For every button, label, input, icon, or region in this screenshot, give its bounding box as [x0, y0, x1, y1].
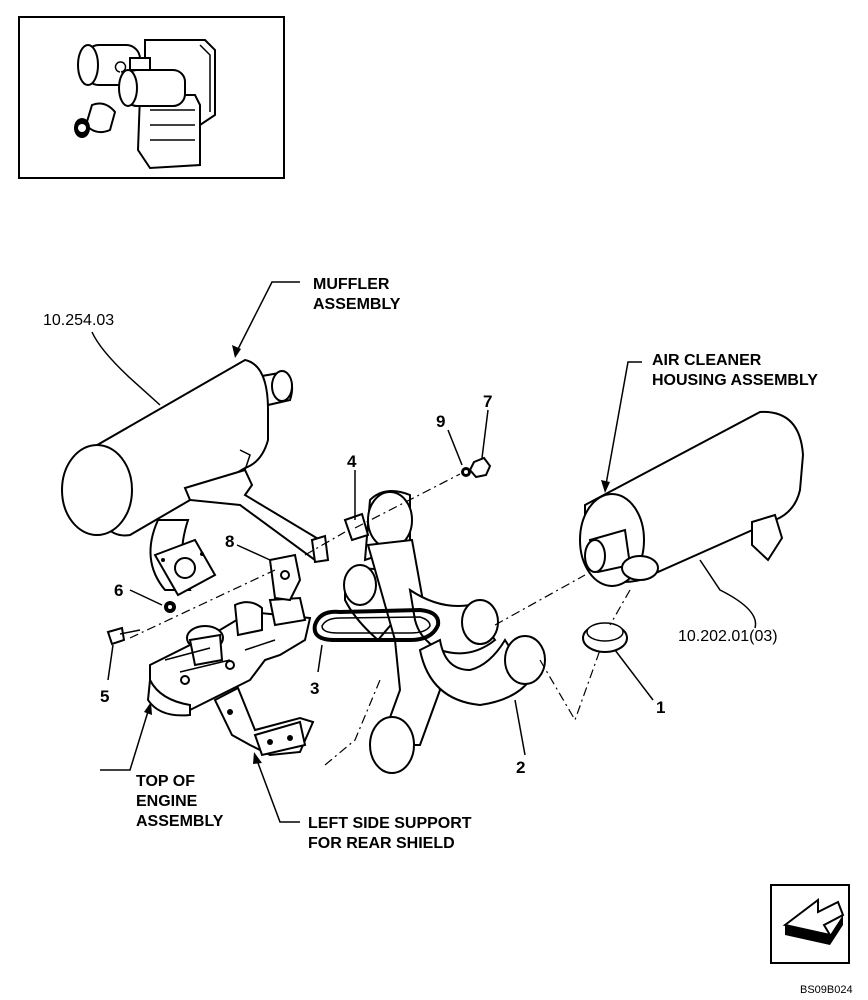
callout-7: 7: [483, 392, 492, 411]
callout-4: 4: [347, 452, 357, 471]
inset-thumbnail: [18, 16, 285, 179]
intake-hose: [343, 490, 546, 774]
callout-2: 2: [516, 758, 525, 777]
muffler-label-line2: ASSEMBLY: [313, 296, 401, 313]
arrow-left-down-icon[interactable]: [770, 884, 850, 964]
drawing-code: BS09B024: [800, 984, 853, 996]
callout-6: 6: [114, 581, 123, 600]
bracket: [310, 512, 370, 564]
air-cleaner-label-line1: AIR CLEANER: [652, 352, 762, 369]
callout-8: 8: [225, 532, 234, 551]
support-label-line2: FOR REAR SHIELD: [308, 835, 455, 852]
callout-5: 5: [100, 687, 109, 706]
callout-labels: MUFFLER ASSEMBLY 10.254.03 AIR CLEANER H…: [43, 276, 818, 852]
callout-1: 1: [656, 698, 665, 717]
air-cleaner-label-line2: HOUSING ASSEMBLY: [652, 372, 818, 389]
leader-lines: [91, 281, 757, 823]
left-side-support: [213, 686, 315, 757]
engine-top: [146, 596, 312, 717]
support-label-line1: LEFT SIDE SUPPORT: [308, 815, 472, 832]
engine-label-line3: ASSEMBLY: [136, 813, 224, 830]
engine-label-line1: TOP OF: [136, 773, 195, 790]
callout-3: 3: [310, 679, 319, 698]
muffler-label-line1: MUFFLER: [313, 276, 390, 293]
assembly-centerlines: [129, 473, 631, 766]
drive-belt: [312, 607, 441, 642]
engine-label-line2: ENGINE: [136, 793, 198, 810]
hose-clamp: [582, 622, 628, 653]
air-cleaner-housing: [579, 410, 805, 587]
callout-9: 9: [436, 412, 445, 431]
air-cleaner-ref: 10.202.01(03): [678, 628, 778, 645]
muffler-ref: 10.254.03: [43, 312, 114, 329]
fasteners: [106, 456, 492, 646]
muffler-assembly: [61, 358, 327, 597]
